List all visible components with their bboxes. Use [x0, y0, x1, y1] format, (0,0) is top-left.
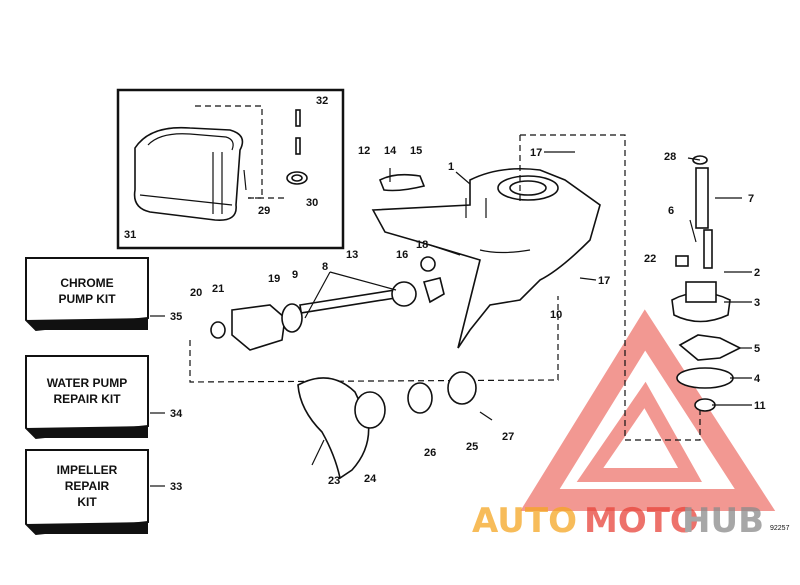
chrome-pump-line1: CHROME — [60, 276, 113, 290]
watermark-hub: HUB — [682, 501, 764, 541]
watermark-text: AUTO MOTO HUB — [472, 501, 764, 541]
callout-24: 24 — [364, 473, 377, 485]
kit-number-34: 34 — [170, 408, 183, 420]
callout-6: 6 — [668, 205, 674, 217]
drawing-code: 92257 — [770, 525, 790, 532]
callout-14: 14 — [384, 145, 397, 157]
impeller-line3: KIT — [77, 495, 97, 509]
kit-number-33: 33 — [170, 481, 182, 493]
water-pump-drawing — [671, 155, 742, 412]
exhaust-housing-drawing — [133, 105, 308, 222]
gearcase-drawing — [371, 167, 601, 349]
callout-29: 29 — [258, 205, 270, 217]
kit-box-impeller — [25, 449, 149, 536]
kit-box-chrome-pump — [25, 257, 149, 332]
callout-31: 31 — [124, 229, 136, 241]
callout-21: 21 — [212, 283, 224, 295]
inset-frame — [116, 88, 345, 250]
callout-17-top: 17 — [530, 147, 542, 159]
callout-30: 30 — [306, 197, 318, 209]
callout-11: 11 — [754, 400, 766, 412]
callout-9: 9 — [292, 269, 298, 281]
callout-12: 12 — [358, 145, 370, 157]
callout-18: 18 — [416, 239, 428, 251]
pump-box-dashed — [520, 134, 701, 441]
propshaft-drawing — [189, 256, 559, 480]
leader-lines — [150, 151, 752, 487]
chrome-pump-line2: PUMP KIT — [58, 292, 116, 306]
kit-box-water-pump — [25, 355, 149, 440]
callout-3: 3 — [754, 297, 760, 309]
callout-28: 28 — [664, 151, 676, 163]
callout-13: 13 — [346, 249, 358, 261]
callout-15: 15 — [410, 145, 422, 157]
impeller-line1: IMPELLER — [57, 463, 118, 477]
callout-22: 22 — [644, 253, 656, 265]
callout-8: 8 — [322, 261, 328, 273]
watermark-moto: MOTO — [584, 501, 699, 541]
callout-1: 1 — [448, 161, 454, 173]
callout-10: 10 — [550, 309, 562, 321]
callout-17-bottom: 17 — [598, 275, 610, 287]
callout-2: 2 — [754, 267, 760, 279]
watermark-auto: AUTO — [472, 501, 577, 541]
callout-19: 19 — [268, 273, 280, 285]
callout-26: 26 — [424, 447, 436, 459]
water-pump-line1: WATER PUMP — [47, 376, 127, 390]
callout-7: 7 — [748, 193, 754, 205]
callout-5: 5 — [754, 343, 760, 355]
callout-16: 16 — [396, 249, 408, 261]
water-pump-line2: REPAIR KIT — [53, 392, 121, 406]
callout-4: 4 — [754, 373, 761, 385]
impeller-line2: REPAIR — [65, 479, 110, 493]
callout-25: 25 — [466, 441, 478, 453]
callout-27: 27 — [502, 431, 514, 443]
callout-23: 23 — [328, 475, 340, 487]
kit-number-35: 35 — [170, 311, 182, 323]
callout-32: 32 — [316, 95, 328, 107]
callout-20: 20 — [190, 287, 202, 299]
